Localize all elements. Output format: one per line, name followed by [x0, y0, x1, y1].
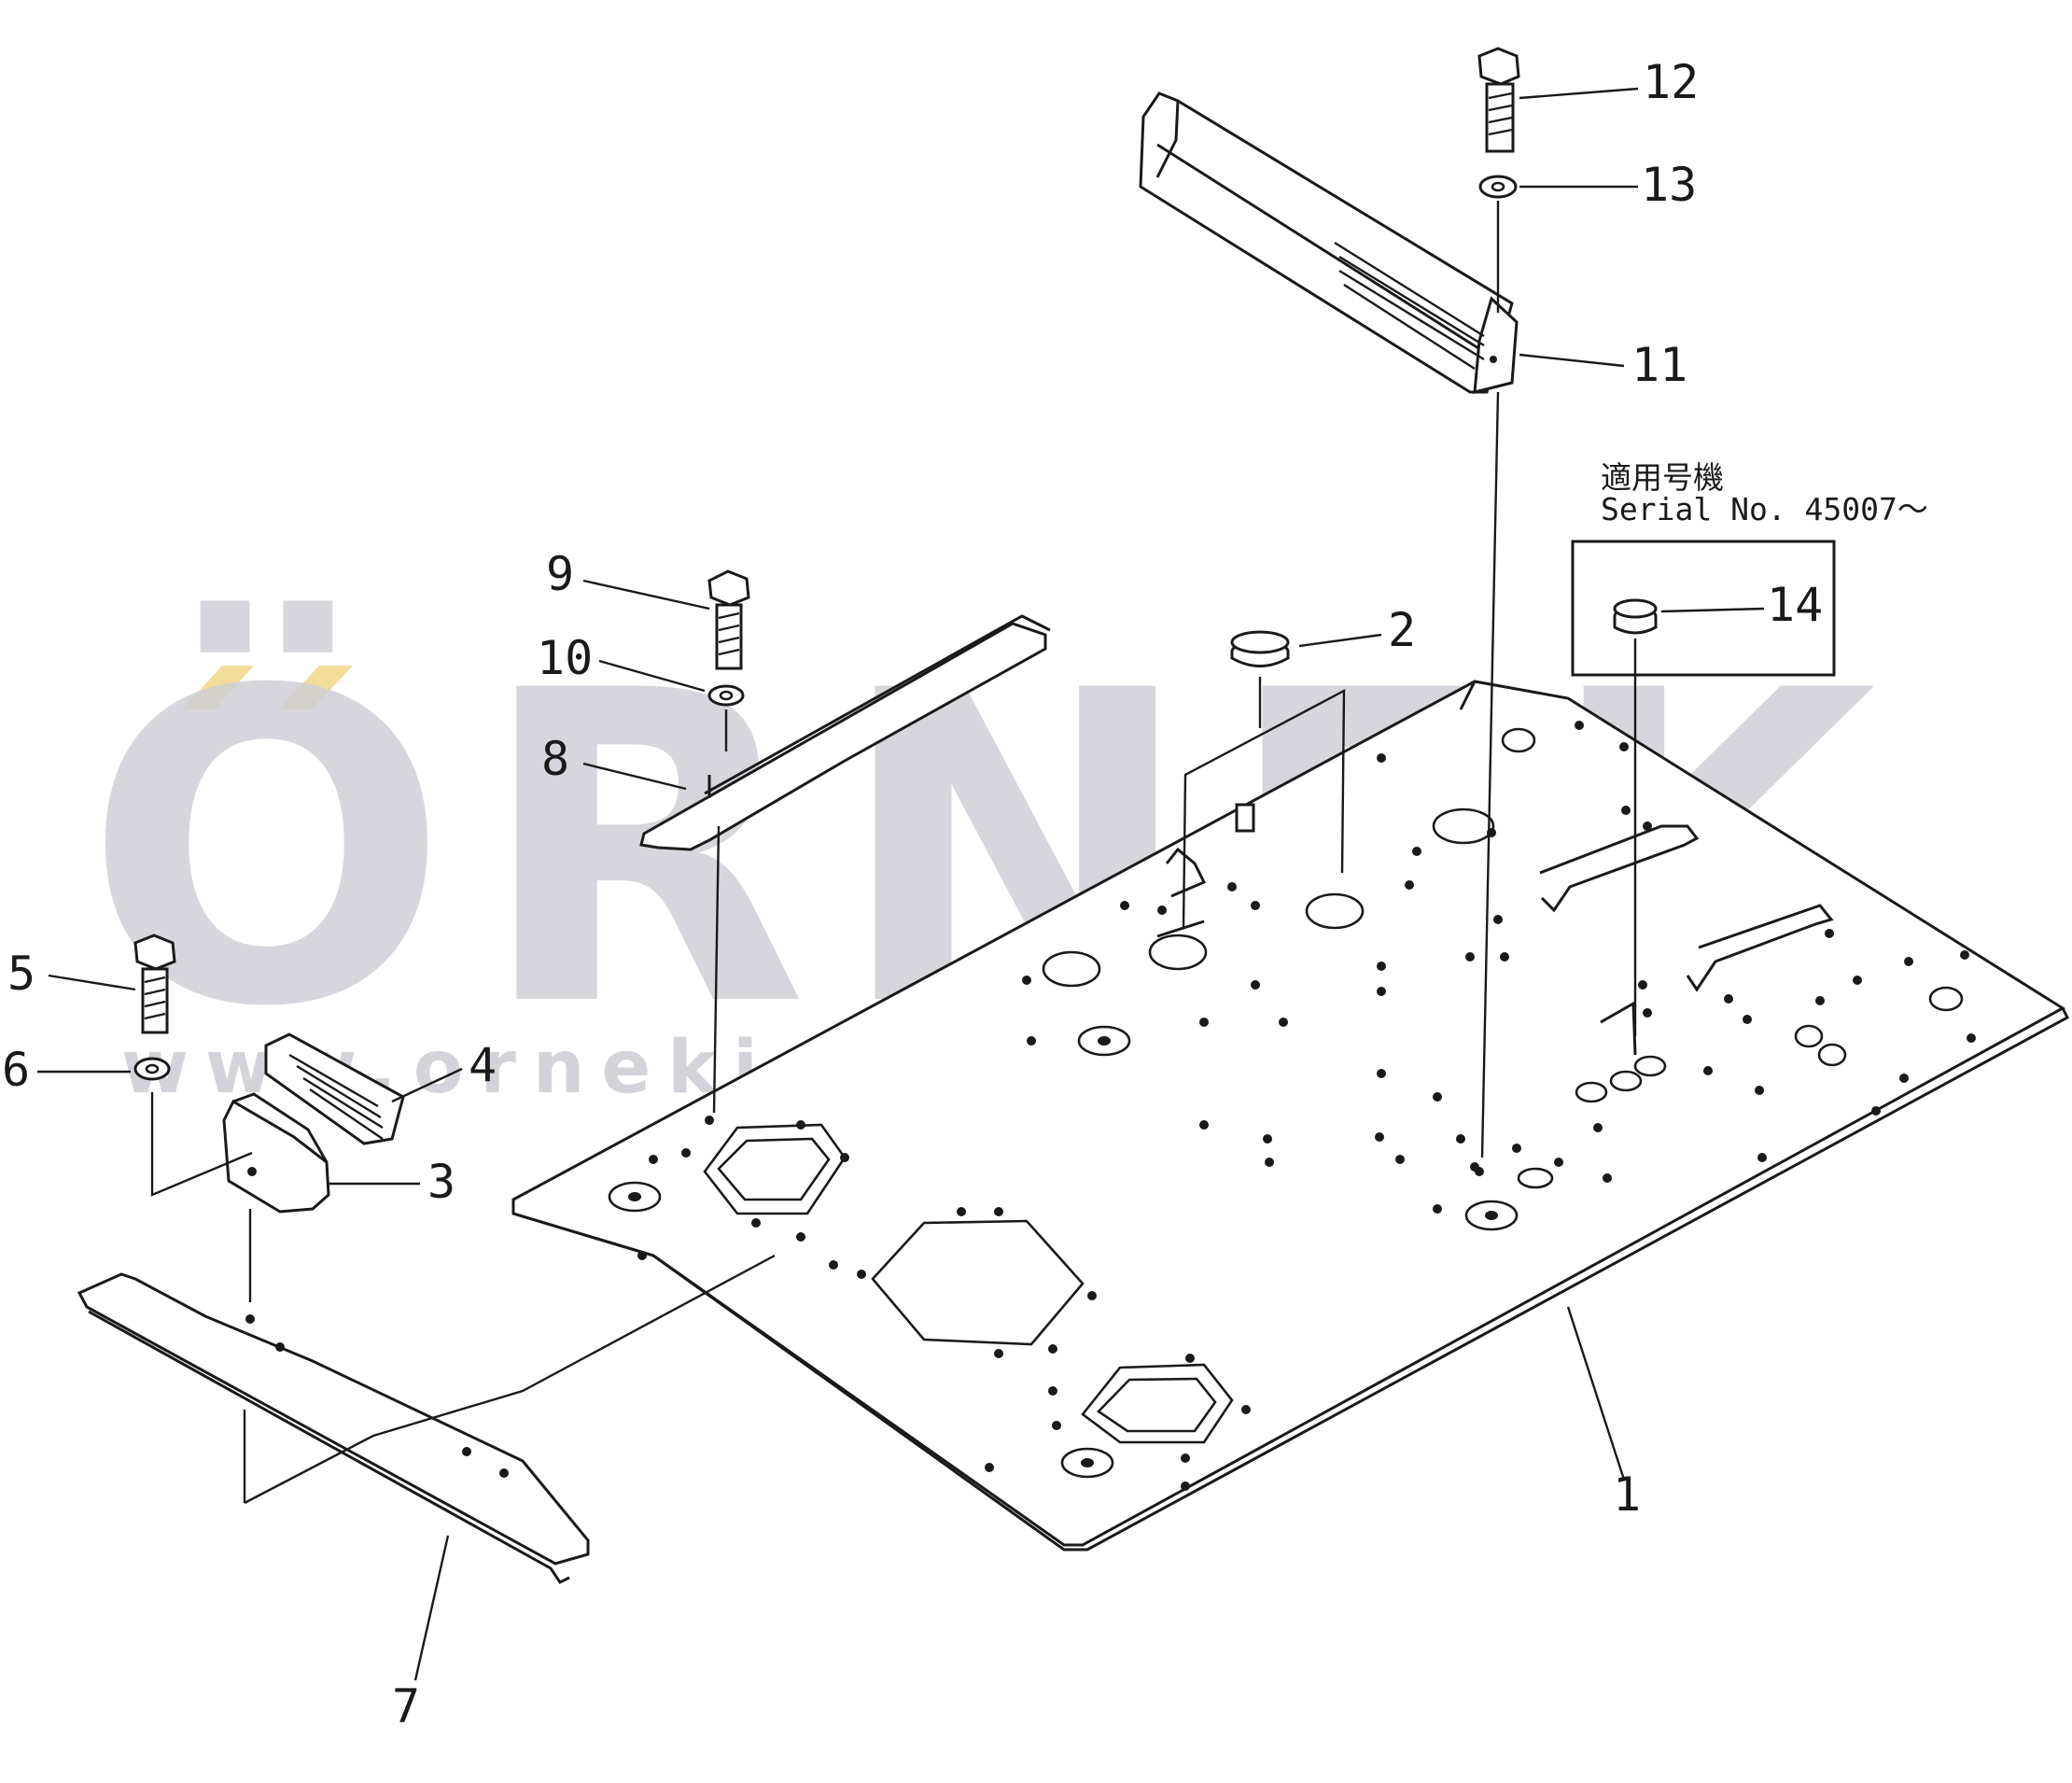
pedal-assembly [133, 934, 405, 1302]
floor-plate [511, 680, 2069, 1551]
callout-9: 9 [546, 547, 574, 601]
rubber-plug [1230, 630, 1290, 728]
callout-5: 5 [7, 947, 35, 1001]
callout-12: 12 [1643, 55, 1699, 109]
watermark-accent-right [278, 666, 353, 709]
serial-note-japanese: 適用号機 [1601, 459, 1724, 496]
watermark-accent-left [182, 666, 254, 709]
callout-10: 10 [537, 631, 593, 685]
callout-1: 1 [1613, 1467, 1641, 1522]
callout-7: 7 [392, 1679, 420, 1734]
serial-note-english: Serial No. 45007～ [1601, 491, 1928, 527]
callout-14: 14 [1767, 578, 1823, 632]
callout-4: 4 [469, 1038, 497, 1092]
cover-assembly [1139, 47, 1520, 1158]
callout-11: 11 [1631, 338, 1687, 392]
callout-3: 3 [427, 1155, 455, 1209]
callout-8: 8 [541, 732, 569, 786]
callout-13: 13 [1641, 158, 1697, 212]
callout-6: 6 [2, 1043, 30, 1097]
rail-assembly [639, 569, 1051, 1114]
callout-2: 2 [1388, 603, 1416, 657]
callouts: 1 2 3 4 5 6 7 8 9 10 11 12 13 [2, 55, 1823, 1734]
lower-rail [77, 1254, 776, 1584]
serial-box: 適用号機 Serial No. 45007～ [1571, 459, 1928, 1036]
